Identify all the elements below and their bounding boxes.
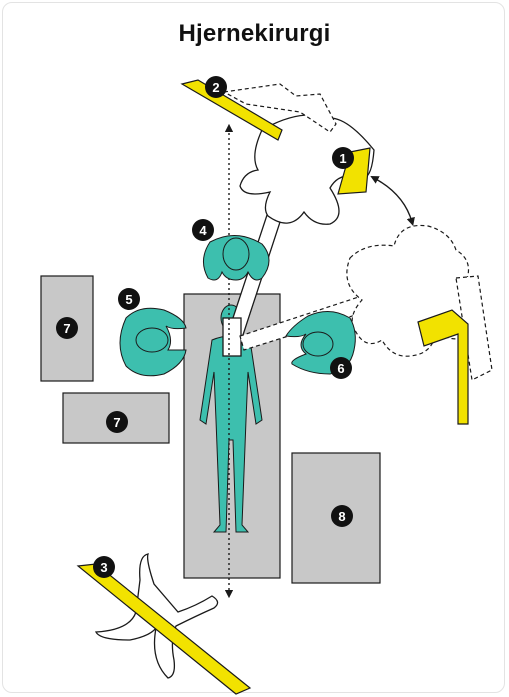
svg-text:5: 5 xyxy=(125,292,132,307)
assistant-left xyxy=(119,307,187,377)
svg-text:7: 7 xyxy=(113,415,120,430)
page-title: Hjernekirurgi xyxy=(178,20,331,47)
surgeon-top xyxy=(203,235,270,281)
marker-7-vertical-table: 7 xyxy=(56,317,78,339)
marker-4: 4 xyxy=(192,219,214,241)
svg-text:7: 7 xyxy=(63,321,70,336)
marker-3: 3 xyxy=(93,556,115,578)
svg-text:4: 4 xyxy=(199,223,207,238)
movement-arrow xyxy=(370,176,415,227)
svg-text:8: 8 xyxy=(338,509,345,524)
svg-text:6: 6 xyxy=(337,361,344,376)
parked-monitor xyxy=(417,309,469,425)
marker-1: 1 xyxy=(332,147,354,169)
marker-6: 6 xyxy=(330,357,352,379)
marker-2: 2 xyxy=(205,76,227,98)
marker-8: 8 xyxy=(331,505,353,527)
svg-text:2: 2 xyxy=(212,80,219,95)
marker-5: 5 xyxy=(118,288,140,310)
microscope-monitor-active xyxy=(337,147,371,195)
svg-text:3: 3 xyxy=(100,560,107,575)
monitor-bottom xyxy=(76,563,252,695)
monitor-top xyxy=(180,79,283,141)
marker-7-horizontal-table: 7 xyxy=(106,411,128,433)
svg-text:1: 1 xyxy=(339,151,346,166)
